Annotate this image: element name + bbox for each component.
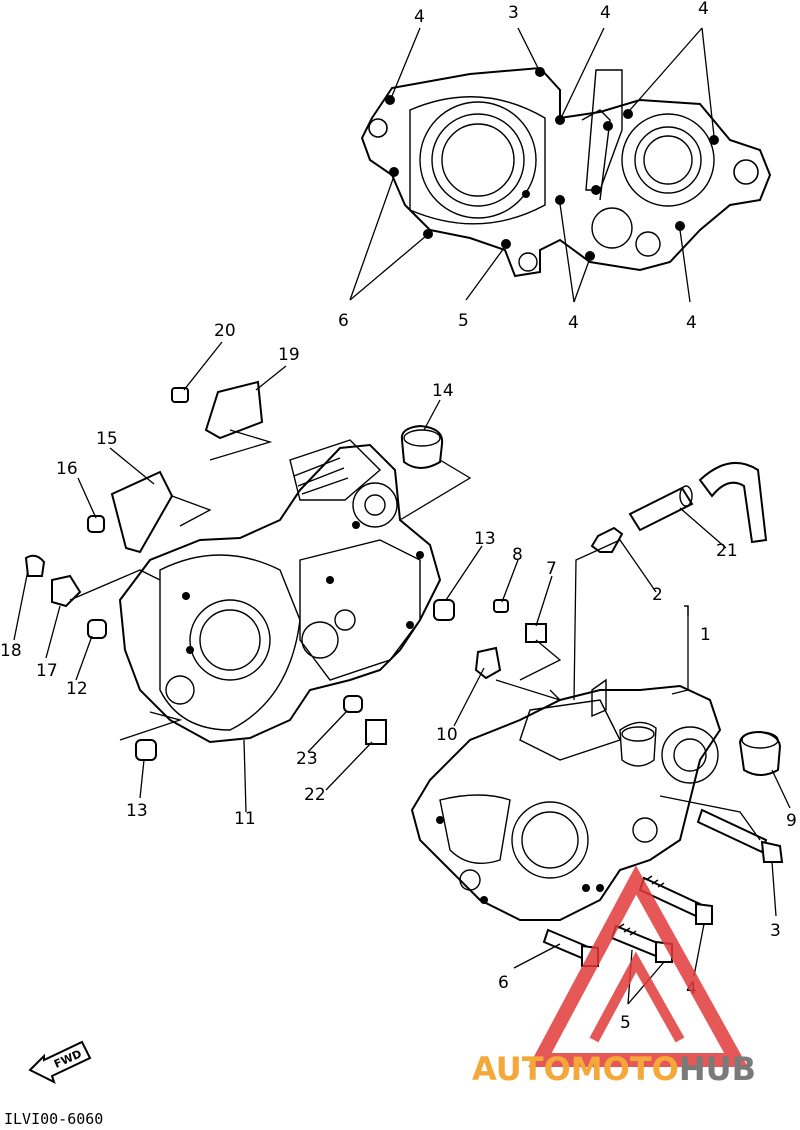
callout-2: 2 bbox=[652, 585, 663, 605]
watermark-logo bbox=[528, 865, 748, 1067]
callout-5: 5 bbox=[620, 1013, 631, 1033]
callout-top-4d: 4 bbox=[568, 313, 579, 333]
callout-11: 11 bbox=[234, 809, 256, 829]
callout-23: 23 bbox=[296, 749, 318, 769]
brand-part-hub: HUB bbox=[679, 1050, 756, 1088]
callout-top-4c: 4 bbox=[698, 0, 709, 19]
top-leader-lines bbox=[349, 27, 715, 303]
crankcase-top-view bbox=[360, 66, 772, 278]
right-leader-lines bbox=[513, 507, 791, 1005]
callout-20: 20 bbox=[214, 321, 236, 341]
callout-8: 8 bbox=[512, 545, 523, 565]
crankcase-right-half bbox=[410, 678, 722, 921]
crankcase-left-half bbox=[118, 439, 442, 744]
left-leader-lines bbox=[13, 341, 562, 813]
callout-6: 6 bbox=[498, 973, 509, 993]
callout-top-5: 5 bbox=[458, 311, 469, 331]
watermark-brand: AUTOMOTOHUB bbox=[472, 1050, 756, 1088]
callout-16: 16 bbox=[56, 459, 78, 479]
small-parts-left bbox=[24, 380, 547, 761]
callout-10: 10 bbox=[436, 725, 458, 745]
callout-12: 12 bbox=[66, 679, 88, 699]
callout-top-4e: 4 bbox=[686, 313, 697, 333]
callout-14: 14 bbox=[432, 381, 454, 401]
callout-7: 7 bbox=[546, 559, 557, 579]
callout-21: 21 bbox=[716, 541, 738, 561]
callout-13a: 13 bbox=[126, 801, 148, 821]
callout-top-4a: 4 bbox=[414, 7, 425, 27]
callout-18: 18 bbox=[0, 641, 22, 661]
callout-13b: 13 bbox=[474, 529, 496, 549]
callout-labels: 4 3 4 4 6 5 4 4 20 19 14 15 16 18 17 12 … bbox=[0, 0, 797, 1033]
callout-top-4b: 4 bbox=[600, 3, 611, 23]
callout-3: 3 bbox=[770, 921, 781, 941]
callout-top-6: 6 bbox=[338, 311, 349, 331]
callout-1: 1 bbox=[700, 625, 711, 645]
callout-17: 17 bbox=[36, 661, 58, 681]
callout-19: 19 bbox=[278, 345, 300, 365]
callout-9: 9 bbox=[786, 811, 797, 831]
callout-15: 15 bbox=[96, 429, 118, 449]
fwd-arrow: FWD bbox=[28, 1040, 92, 1084]
warning-triangle-icon bbox=[528, 865, 748, 1067]
callout-top-3: 3 bbox=[508, 3, 519, 23]
brand-part-automoto: AUTOMOTO bbox=[472, 1050, 679, 1088]
callout-22: 22 bbox=[304, 785, 326, 805]
part-code: ILVI00-6060 bbox=[4, 1110, 103, 1128]
